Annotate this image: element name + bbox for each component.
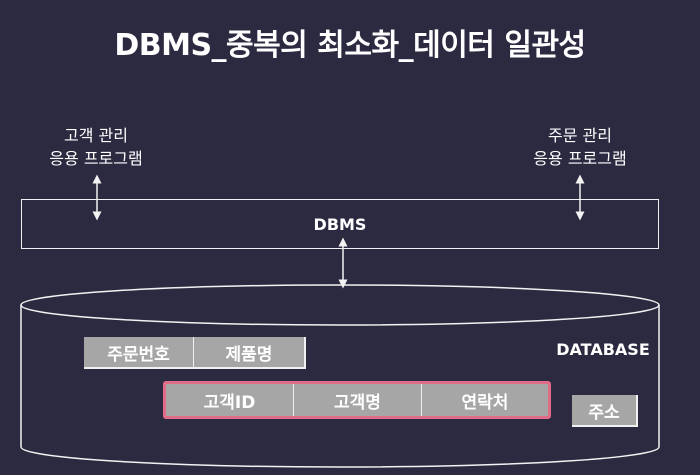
dbms-label: DBMS <box>313 214 367 234</box>
field-product-name: 제품명 <box>194 337 304 367</box>
order-app-line1: 주문 관리 <box>548 126 612 145</box>
database-cylinder-top <box>20 284 660 326</box>
order-table: 주문번호 제품명 <box>84 337 306 369</box>
order-app-label: 주문 관리 응용 프로그램 <box>520 124 640 170</box>
diagram-title: DBMS_중복의 최소화_데이터 일관성 <box>114 28 586 63</box>
field-customer-id: 고객ID <box>166 384 294 416</box>
dbms-box: DBMS <box>21 199 659 249</box>
customer-app-label: 고객 관리 응용 프로그램 <box>40 124 152 170</box>
field-order-number: 주문번호 <box>84 337 194 367</box>
database-cylinder <box>20 305 660 468</box>
field-customer-name: 고객명 <box>294 384 422 416</box>
customer-app-line1: 고객 관리 <box>64 126 128 145</box>
order-app-line2: 응용 프로그램 <box>533 149 627 168</box>
field-contact: 연락처 <box>422 384 548 416</box>
database-label: DATABASE <box>556 340 650 359</box>
customer-app-line2: 응용 프로그램 <box>49 149 143 168</box>
field-address: 주소 <box>572 395 638 427</box>
customer-table: 고객ID 고객명 연락처 <box>163 381 551 419</box>
